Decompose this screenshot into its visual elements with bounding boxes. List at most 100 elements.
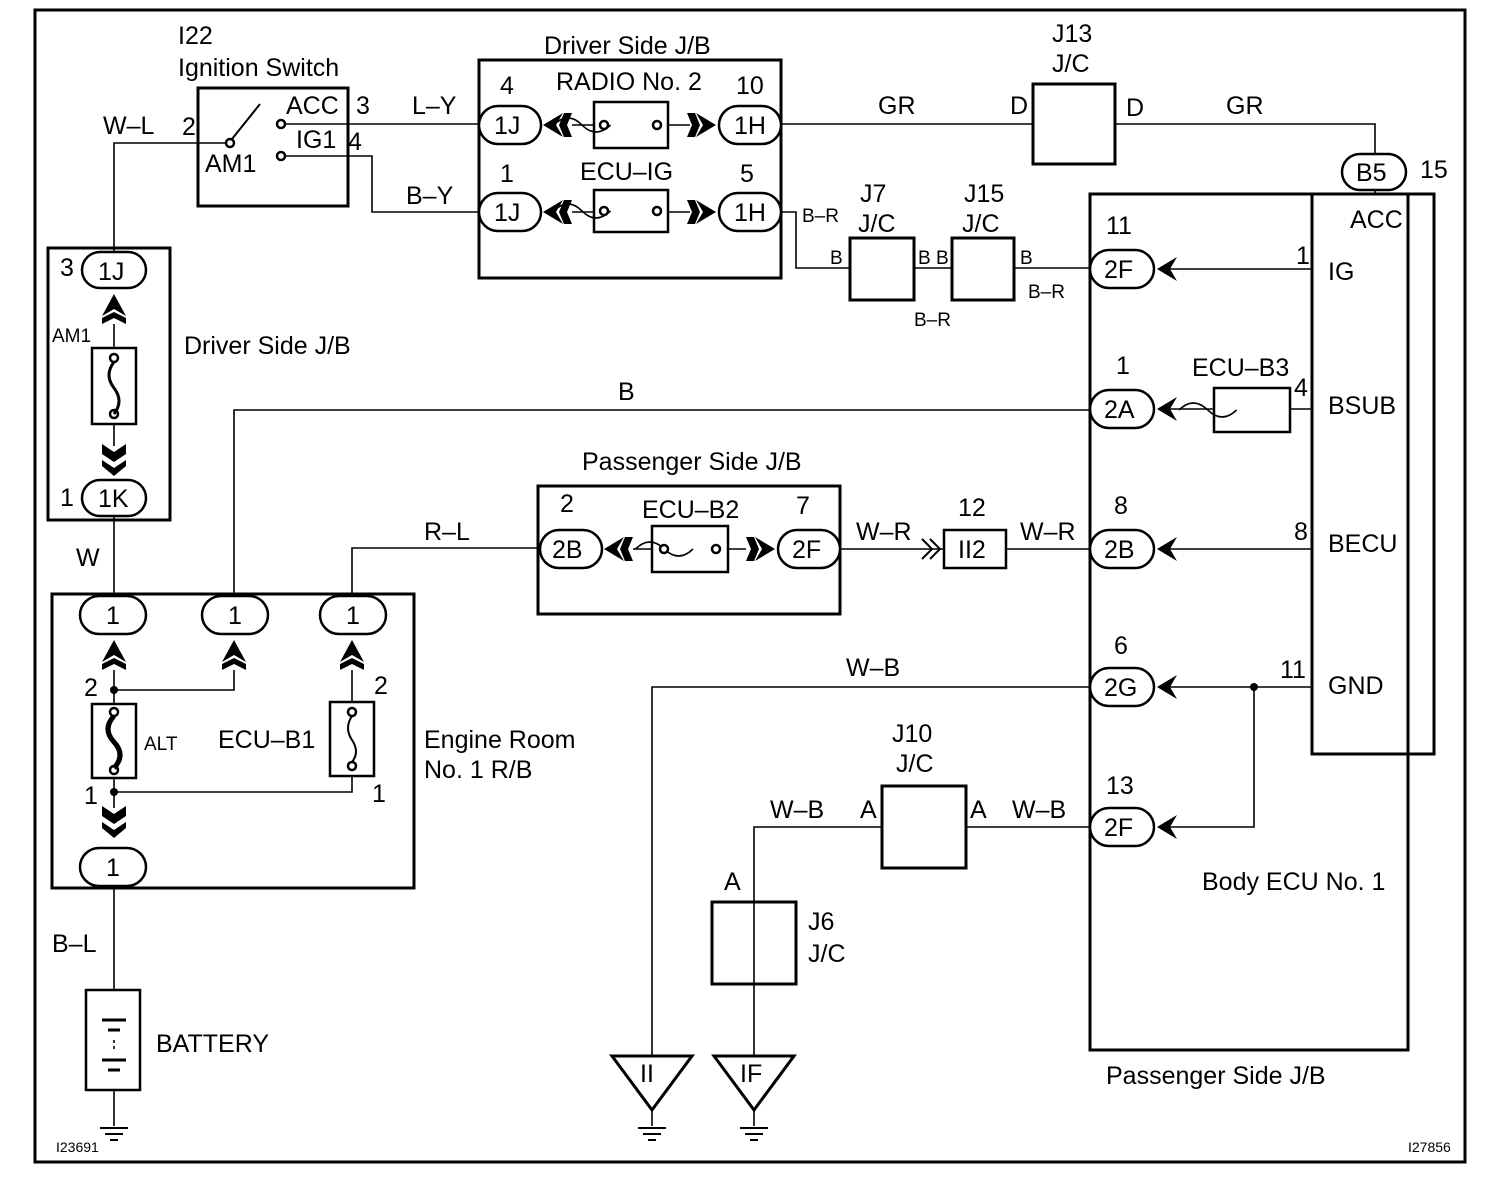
wire-gr-2: GR (1226, 92, 1264, 120)
wire-w: W (76, 544, 100, 572)
engine-rb-title2: No. 1 R/B (424, 756, 532, 784)
ignition-switch-id: I22 (178, 22, 213, 50)
pin-1-2a: 1 (1116, 352, 1130, 380)
j15-b-left: B (936, 248, 949, 269)
ecu-bsub: BSUB (1328, 392, 1396, 420)
pin-3: 3 (356, 92, 370, 120)
j10-jc: J/C (896, 750, 934, 778)
engine-rb-title1: Engine Room (424, 726, 575, 754)
wire-wr-1: W–R (856, 518, 912, 546)
wire-wb-1: W–B (846, 654, 900, 682)
wire-wl: W–L (103, 112, 155, 140)
passenger-jb-mid: Passenger Side J/B ECU–B2 2 7 2B 2F (536, 448, 842, 616)
switch-acc-label: ACC (286, 92, 339, 120)
ii2-label: II2 (958, 536, 986, 564)
pin-4b: 4 (500, 72, 514, 100)
pin-2-ecu: 2 (374, 672, 388, 700)
j15-label: J15 (964, 180, 1004, 208)
ecu-becu: BECU (1328, 530, 1397, 558)
junction-j13: J13 J/C D D (1010, 20, 1144, 166)
j7-b-left: B (830, 248, 843, 269)
fuse-ecu-b3-label: ECU–B3 (1192, 354, 1289, 382)
wire-wr-2: W–R (1020, 518, 1076, 546)
conn-1h-b: 1H (734, 199, 766, 227)
wire-b: B (618, 378, 635, 406)
pin-8-2b: 8 (1114, 492, 1128, 520)
pin-2: 2 (182, 113, 196, 141)
pin-7-mid: 7 (796, 492, 810, 520)
pin-1-left: 1 (60, 484, 74, 512)
conn-2f-bot: 2F (1104, 814, 1133, 842)
pin-1: 1 (500, 160, 514, 188)
battery-label: BATTERY (156, 1030, 269, 1058)
wire-rl: R–L (424, 518, 470, 546)
j13-label: J13 (1052, 20, 1092, 48)
pin-4: 4 (348, 128, 362, 156)
switch-am1-label: AM1 (205, 150, 256, 178)
passenger-jb-right: Passenger Side J/B 11 2F 1 2A 8 2B 6 2G … (1088, 192, 1410, 1090)
conn-b5: B5 (1356, 159, 1387, 187)
ground-ii: II (609, 1054, 695, 1141)
conn-2a: 2A (1104, 396, 1135, 424)
fuse-ecu-b2-label: ECU–B2 (642, 496, 739, 524)
ignition-switch: I22 Ignition Switch ACC IG1 AM1 3 4 2 (178, 22, 370, 208)
wire-br-1: B–R (802, 206, 839, 227)
conn-2b-mid: 2B (552, 536, 583, 564)
ground-if-label: IF (740, 1060, 762, 1088)
j15-b-right: B (1020, 248, 1033, 269)
fuse-am1-label: AM1 (52, 326, 91, 347)
ecu-gnd: GND (1328, 672, 1384, 700)
fuse-alt-label: ALT (144, 734, 178, 755)
connector-ii2: II2 12 (942, 494, 1008, 570)
frame (33, 8, 1467, 1164)
wire-bl: B–L (52, 930, 97, 958)
conn-2f-top: 2F (1104, 256, 1133, 284)
junction-j10: J10 J/C A A (860, 720, 987, 870)
pin-12: 12 (958, 494, 986, 522)
conn-2g: 2G (1104, 674, 1137, 702)
pin-6-2g: 6 (1114, 632, 1128, 660)
j13-d-left: D (1010, 92, 1028, 120)
conn-1j-b: 1J (494, 199, 520, 227)
code-left: I23691 (56, 1139, 99, 1155)
wire-gr-1: GR (878, 92, 916, 120)
conn-2b-right: 2B (1104, 536, 1135, 564)
junction-j6: A J6 J/C (710, 868, 846, 986)
wire-wb-2: W–B (770, 796, 824, 824)
passenger-jb-right-title: Passenger Side J/B (1106, 1062, 1326, 1090)
conn-1-b: 1 (228, 602, 242, 630)
j6-jc: J/C (808, 940, 846, 968)
conn-2f-mid: 2F (792, 536, 821, 564)
j6-a: A (724, 868, 741, 896)
ecu-pin-8: 8 (1294, 518, 1308, 546)
ignition-switch-name: Ignition Switch (178, 54, 339, 82)
j7-b-right: B (918, 248, 931, 269)
ecu-ig: IG (1328, 258, 1354, 286)
j7-label: J7 (860, 180, 886, 208)
wire-ly: L–Y (412, 92, 457, 120)
pin-2-mid: 2 (560, 490, 574, 518)
ecu-acc: ACC (1350, 206, 1403, 234)
body-ecu: ACC IG 1 BSUB 4 BECU 8 GND 11 Body ECU N… (1202, 190, 1436, 896)
switch-ig1-label: IG1 (296, 126, 336, 154)
pin-2-alt: 2 (84, 674, 98, 702)
conn-1k: 1K (98, 485, 129, 513)
junction-j15: J15 J/C B B (936, 180, 1033, 302)
pin-5: 5 (740, 160, 754, 188)
passenger-jb-mid-title: Passenger Side J/B (582, 448, 802, 476)
conn-1-a: 1 (106, 602, 120, 630)
pin-1-ecu: 1 (372, 780, 386, 808)
conn-1-c: 1 (346, 602, 360, 630)
conn-1h-a: 1H (734, 112, 766, 140)
wire-by: B–Y (406, 182, 454, 210)
ground-ii-label: II (640, 1060, 654, 1088)
pin-1-alt: 1 (84, 782, 98, 810)
body-ecu-title: Body ECU No. 1 (1202, 868, 1385, 896)
junction-j7: J7 J/C B B (830, 180, 931, 302)
conn-1-d: 1 (106, 854, 120, 882)
pin-11-2f: 11 (1106, 212, 1132, 240)
j15-jc: J/C (962, 210, 1000, 238)
wire-br-2: B–R (914, 310, 951, 331)
battery: BATTERY (84, 988, 269, 1092)
